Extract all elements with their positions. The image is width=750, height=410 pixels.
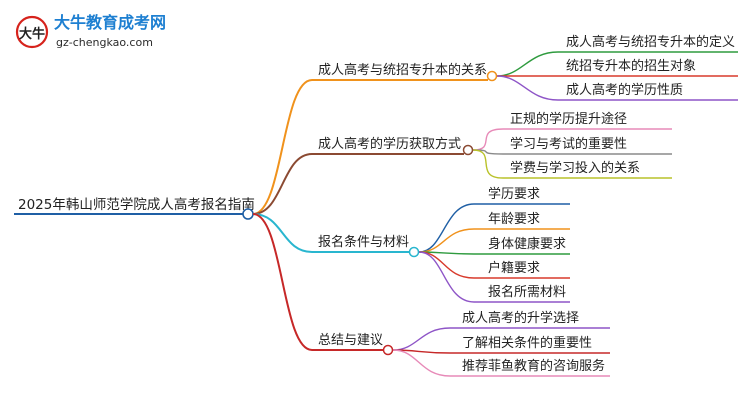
leaf-label: 学费与学习投入的关系	[510, 160, 640, 176]
leaf-connector	[392, 349, 451, 377]
leaf-label: 年龄要求	[488, 212, 540, 227]
leaf-connector	[472, 149, 504, 179]
leaf-connector	[472, 128, 504, 151]
leaf-label: 成人高考与统招专升本的定义	[566, 34, 735, 50]
root-toggle[interactable]	[242, 208, 254, 220]
leaf-node[interactable]: 成人高考的学历性质	[496, 75, 738, 101]
leaf-connector	[496, 75, 559, 101]
leaf-connector	[418, 251, 475, 279]
branch-toggle[interactable]	[408, 246, 420, 258]
leaf-label: 正规的学历提升途径	[510, 111, 627, 127]
leaf-node[interactable]: 统招专升本的招生对象	[496, 58, 738, 77]
branch-connector	[252, 213, 313, 253]
leaf-label: 学习与考试的重要性	[510, 136, 627, 152]
leaf-node[interactable]: 正规的学历提升途径	[472, 111, 672, 151]
branch-toggle[interactable]	[382, 344, 394, 356]
site-logo[interactable]: 大牛 大牛教育成考网 gz-chengkao.com	[15, 13, 166, 49]
leaf-node[interactable]: 学历要求	[418, 186, 570, 253]
branch-1[interactable]: 成人高考与统招专升本的关系成人高考与统招专升本的定义统招专升本的招生对象成人高考…	[252, 34, 738, 215]
leaf-node[interactable]: 身体健康要求	[418, 236, 570, 255]
leaf-node[interactable]: 户籍要求	[418, 251, 570, 279]
leaf-label: 成人高考的升学选择	[462, 310, 579, 326]
root-label: 2025年韩山师范学院成人高考报名指南	[18, 196, 255, 213]
branch-toggle[interactable]	[486, 70, 498, 82]
leaf-node[interactable]: 学习与考试的重要性	[472, 136, 672, 155]
branch-connector	[252, 213, 313, 351]
leaf-node[interactable]: 学费与学习投入的关系	[472, 149, 672, 179]
branch-toggle[interactable]	[462, 144, 474, 156]
leaf-connector	[496, 51, 559, 77]
leaf-connector	[418, 251, 475, 303]
branch-connector	[252, 153, 313, 215]
leaf-connector	[392, 327, 451, 351]
root-node[interactable]: 2025年韩山师范学院成人高考报名指南	[14, 196, 255, 220]
branches: 成人高考与统招专升本的关系成人高考与统招专升本的定义统招专升本的招生对象成人高考…	[252, 34, 738, 377]
logo-glyph: 大牛	[19, 26, 45, 42]
branch-label: 成人高考的学历获取方式	[318, 136, 461, 152]
logo-url: gz-chengkao.com	[56, 36, 153, 49]
leaf-label: 报名所需材料	[488, 284, 566, 300]
branch-label: 成人高考与统招专升本的关系	[318, 62, 487, 78]
leaf-connector	[418, 228, 475, 253]
leaf-node[interactable]: 年龄要求	[418, 212, 570, 253]
leaf-label: 统招专升本的招生对象	[566, 58, 696, 74]
leaf-label: 户籍要求	[488, 260, 540, 276]
leaf-label: 身体健康要求	[488, 236, 566, 252]
leaf-label: 成人高考的学历性质	[566, 82, 683, 98]
logo-ring	[15, 15, 49, 49]
leaf-node[interactable]: 了解相关条件的重要性	[392, 335, 610, 354]
branch-label: 报名条件与材料	[318, 234, 409, 250]
logo-title: 大牛教育成考网	[54, 13, 166, 32]
branch-connector	[252, 79, 313, 215]
leaf-label: 推荐菲鱼教育的咨询服务	[462, 358, 605, 374]
leaf-connector	[418, 203, 475, 253]
leaf-node[interactable]: 报名所需材料	[418, 251, 570, 303]
leaf-node[interactable]: 推荐菲鱼教育的咨询服务	[392, 349, 610, 377]
leaf-label: 了解相关条件的重要性	[462, 335, 592, 351]
leaf-label: 学历要求	[488, 186, 540, 202]
branch-label: 总结与建议	[318, 333, 383, 348]
leaf-node[interactable]: 成人高考的升学选择	[392, 310, 610, 351]
